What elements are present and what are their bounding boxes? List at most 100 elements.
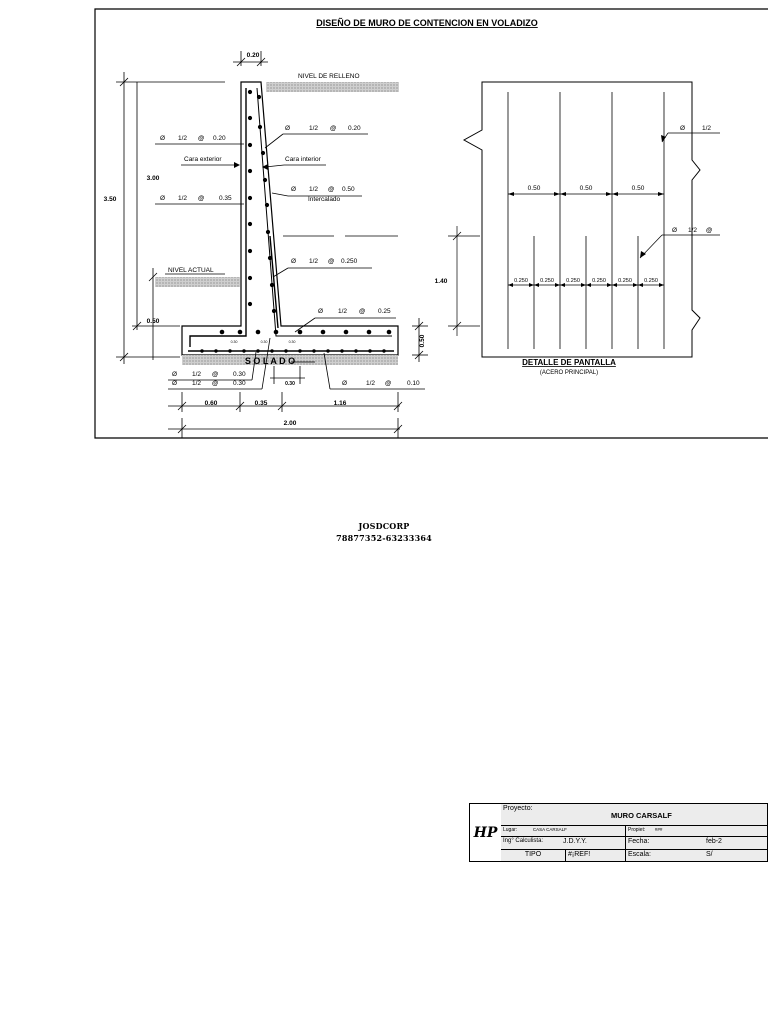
credit-phones: 78877352-63233364 <box>336 533 432 543</box>
callout-5-spacing: 0.25 <box>378 308 391 315</box>
tipo-value: #¡REF! <box>568 851 591 858</box>
tb-row-proyecto: Proyecto: MURO CARSALF <box>501 804 767 826</box>
callout-0-phi: Ø <box>160 135 165 142</box>
escala-label: Escala: <box>628 851 651 858</box>
title-block: HP Proyecto: MURO CARSALF Lugar: CASA CA… <box>469 803 768 862</box>
detail-callout-top-size: 1/2 <box>702 125 711 132</box>
callout-6-at: @ <box>212 371 218 378</box>
callout-2-spacing: 0.20 <box>348 125 361 132</box>
base-height-left-dim: 0.50 <box>147 318 160 325</box>
callout-2-at: @ <box>330 125 336 132</box>
small-label-right: 0.30 <box>289 340 296 344</box>
drawing-frame <box>94 8 768 439</box>
callout-4-spacing: 0.250 <box>341 258 358 265</box>
fecha-label: Fecha: <box>628 838 650 845</box>
callout-1-phi: Ø <box>160 195 165 202</box>
lugar-value: CASA CARSALF <box>532 827 567 832</box>
ing-value: J.D.Y.Y. <box>563 838 587 845</box>
small-label-mid: 0.30 <box>261 340 268 344</box>
detail-bottom-spacing-5: 0.250 <box>618 278 632 284</box>
callout-5-phi: Ø <box>318 308 323 315</box>
callout-6-size: 1/2 <box>192 371 201 378</box>
ing-label: Ing° Calculista: <box>503 838 544 844</box>
cara-exterior-label: Cara exterior <box>184 156 222 163</box>
stem-base-dim: 0.35 <box>255 400 268 407</box>
tb-row-ing: Ing° Calculista: J.D.Y.Y. Fecha: feb-2 <box>501 837 767 850</box>
callout-2-size: 1/2 <box>309 125 318 132</box>
intercalado-label: Intercalado <box>308 196 341 203</box>
callout-3-spacing: 0.50 <box>342 186 355 193</box>
actual-level-hatch <box>155 277 240 287</box>
total-base-dim: 2.00 <box>284 420 297 427</box>
leader-arrows <box>234 162 268 170</box>
fill-level-hatch <box>266 82 399 92</box>
detail-height-dim: 1.40 <box>435 278 448 285</box>
detail-callout-mid-at: @ <box>706 227 712 234</box>
tb-row-lugar: Lugar: CASA CARSALF Propiet: ### <box>501 826 767 837</box>
detail-top-spacing-1: 0.50 <box>528 185 541 192</box>
callout-8-phi: Ø <box>342 380 347 387</box>
wall-section <box>181 81 399 356</box>
solado-hatch <box>182 355 398 365</box>
small-label-left: 0.30 <box>231 340 238 344</box>
tipo-label: TIPO <box>524 851 542 858</box>
callout-6-spacing: 0.30 <box>233 371 246 378</box>
detail-panel <box>448 81 720 358</box>
callout-8-spacing: 0.10 <box>407 380 420 387</box>
dimension-lines <box>116 51 428 438</box>
callout-0-size: 1/2 <box>178 135 187 142</box>
detail-bottom-spacing-6: 0.250 <box>644 278 658 284</box>
proyecto-value: MURO CARSALF <box>611 811 672 820</box>
detail-bottom-spacing-3: 0.250 <box>566 278 580 284</box>
credit-name: JOSDCORP <box>358 521 410 531</box>
intercalado-rebar <box>269 235 279 329</box>
escala-value: S/ <box>706 851 713 858</box>
detail-top-bars <box>507 92 665 349</box>
stem-rebar-exterior <box>189 88 247 347</box>
callout-4-at: @ <box>328 258 334 265</box>
callout-3-size: 1/2 <box>309 186 318 193</box>
callout-7-size: 1/2 <box>192 380 201 387</box>
callout-7-phi: Ø <box>172 380 177 387</box>
detail-bottom-spacing-4: 0.250 <box>592 278 606 284</box>
stem-height-dim: 3.00 <box>147 175 160 182</box>
top-width-dim: 0.20 <box>247 52 260 59</box>
solado-label: S O L A D O <box>245 356 295 366</box>
detail-top-spacing-3: 0.50 <box>632 185 645 192</box>
callout-8-size: 1/2 <box>366 380 375 387</box>
cara-interior-label: Cara interior <box>285 156 322 163</box>
callout-1-size: 1/2 <box>178 195 187 202</box>
callout-6-phi: Ø <box>172 371 177 378</box>
heel-dim: 1.16 <box>334 400 347 407</box>
fecha-value: feb-2 <box>706 838 722 845</box>
callout-5-at: @ <box>359 308 365 315</box>
callout-0-at: @ <box>198 135 204 142</box>
rebar-dots <box>200 89 392 353</box>
detail-callout-top-phi: Ø <box>680 125 685 132</box>
callout-0-spacing: 0.20 <box>213 135 226 142</box>
detail-arrowheads <box>508 135 666 287</box>
proyecto-label: Proyecto: <box>503 805 533 812</box>
callout-7-spacing: 0.30 <box>233 380 246 387</box>
propiet-label: Propiet: <box>628 827 646 833</box>
detail-callout-mid-phi: Ø <box>672 227 677 234</box>
detail-title: DETALLE DE PANTALLA <box>522 358 616 367</box>
callout-4-phi: Ø <box>291 258 296 265</box>
lugar-label: Lugar: <box>503 827 518 833</box>
callout-5-size: 1/2 <box>338 308 347 315</box>
cover-bottom-dim: 0.30 <box>285 381 295 387</box>
callout-1-spacing: 0.35 <box>219 195 232 202</box>
detail-top-spacing-2: 0.50 <box>580 185 593 192</box>
stem-rebar-interior <box>256 87 392 337</box>
wall-outline <box>181 81 399 356</box>
fill-level-label: NIVEL DE RELLENO <box>298 73 360 80</box>
callout-4-size: 1/2 <box>309 258 318 265</box>
callout-7-at: @ <box>212 380 218 387</box>
detail-bottom-spacing-1: 0.250 <box>514 278 528 284</box>
actual-level-label: NIVEL ACTUAL <box>168 267 214 274</box>
detail-short-bars <box>533 236 639 349</box>
callout-2-phi: Ø <box>285 125 290 132</box>
base-depth-right-dim: 0.50 <box>419 334 426 347</box>
callout-3-phi: Ø <box>291 186 296 193</box>
callout-8-at: @ <box>385 380 391 387</box>
